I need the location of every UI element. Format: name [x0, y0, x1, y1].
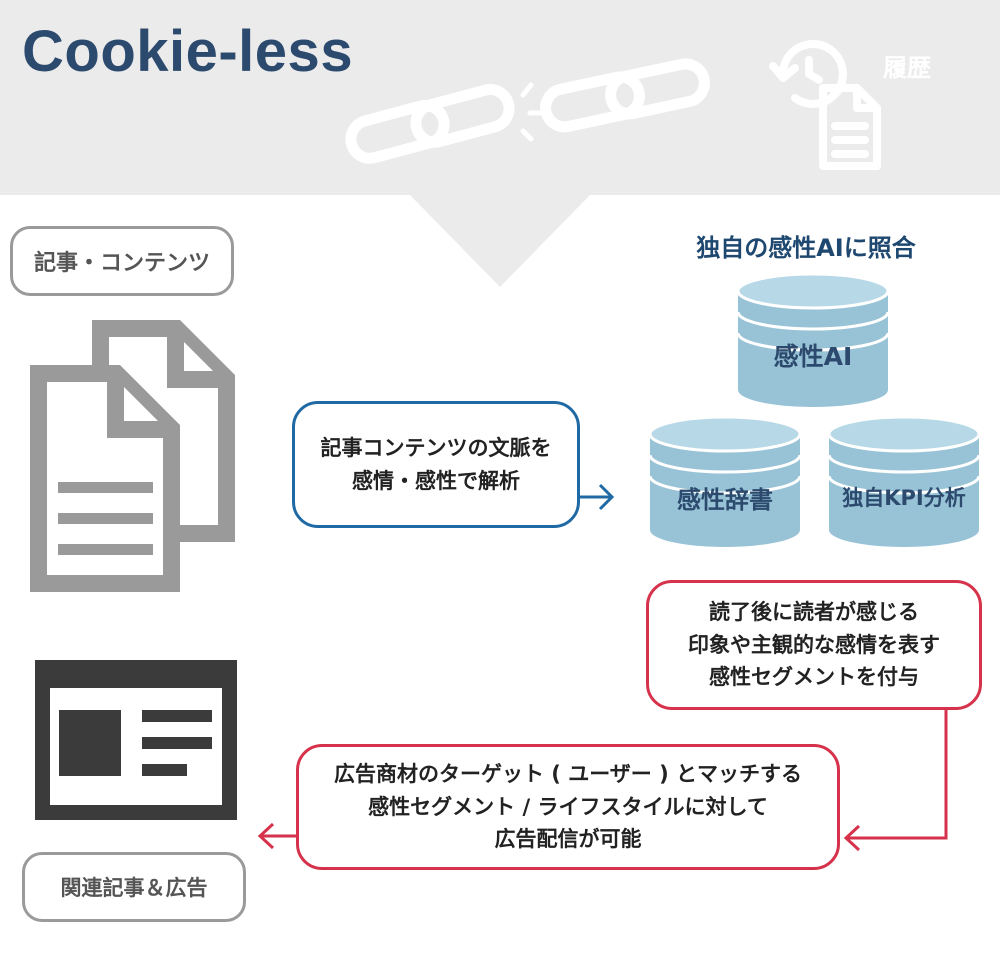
arrow-segment-to-ad-head [843, 824, 861, 852]
arrow-to-related-head [257, 822, 275, 850]
ad-line: 感性セグメント / ライフスタイルに対して [368, 794, 768, 819]
analysis-line: 感情・感性で解析 [352, 468, 520, 493]
history-label: 履歴 [883, 54, 931, 82]
segment-line: 印象や主観的な感情を表す [688, 632, 940, 657]
header-pointer [410, 195, 590, 287]
database-cylinder-ai [736, 272, 890, 407]
database-cylinder-kpi [827, 415, 981, 547]
history-document-icon [769, 39, 881, 170]
webpage-layout-icon [35, 660, 237, 820]
contents-label: 記事・コンテンツ [10, 226, 234, 296]
related-label: 関連記事＆広告 [22, 852, 246, 922]
ad-line: 広告配信が可能 [494, 827, 642, 852]
segment-line: 感性セグメントを付与 [709, 665, 919, 690]
arrow-segment-to-ad [848, 708, 948, 840]
database-cylinder-dictionary [648, 415, 802, 547]
analysis-line: 記事コンテンツの文脈を [320, 435, 552, 460]
page-title: Cookie-less [22, 19, 354, 84]
ad-line: 広告商材のターゲット ( ユーザー ) とマッチする [333, 762, 803, 787]
arrow-to-database-head [598, 483, 615, 511]
database-label: 独自KPI分析 [842, 486, 966, 510]
contents-label-text: 記事・コンテンツ [33, 251, 210, 276]
database-label: 感性辞書 [677, 486, 773, 514]
related-label-text: 関連記事＆広告 [60, 876, 208, 900]
analysis-box: 記事コンテンツの文脈を 感情・感性で解析 [292, 401, 580, 528]
database-label: 感性AI [773, 342, 853, 371]
documents-icon [30, 320, 235, 592]
segment-box: 読了後に読者が感じる 印象や主観的な感情を表す 感性セグメントを付与 [646, 580, 982, 710]
broken-chain-icon [345, 58, 710, 164]
segment-line: 読了後に読者が感じる [709, 600, 919, 625]
database-title: 独自の感性AIに照合 [696, 234, 916, 262]
ad-delivery-box: 広告商材のターゲット ( ユーザー ) とマッチする 感性セグメント / ライフ… [296, 744, 840, 870]
